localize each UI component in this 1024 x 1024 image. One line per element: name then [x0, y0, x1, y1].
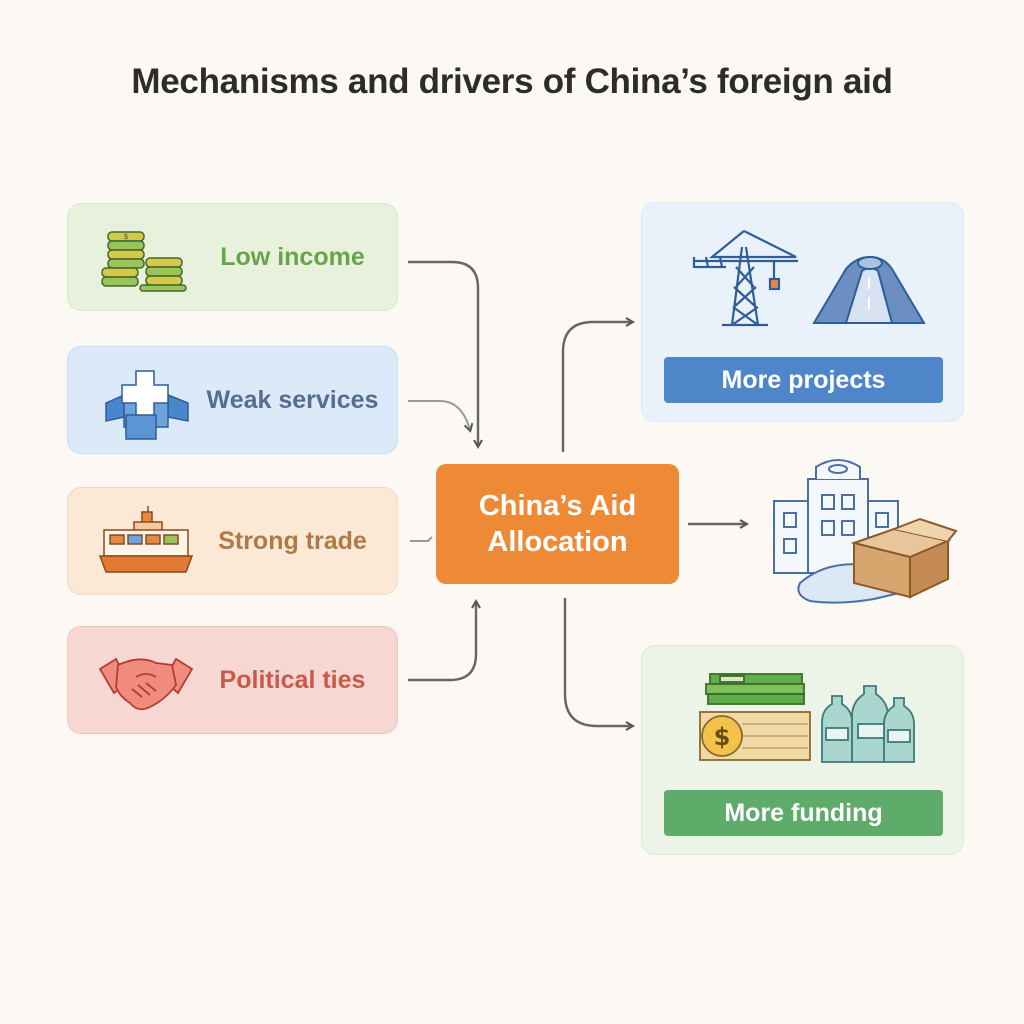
driver-low-income: $ Low income	[67, 203, 398, 311]
driver-label: Low income	[220, 242, 365, 271]
medical-cross-icon	[105, 370, 189, 440]
arrow-to-projects	[561, 322, 632, 452]
center-label-line1: China’s Aid	[478, 490, 637, 522]
china-aid-allocation-node: China’s Aid Allocation	[436, 464, 679, 584]
driver-weak-services: Weak services	[67, 346, 398, 454]
coin-stack-icon: $	[101, 231, 187, 292]
driver-label: Weak services	[206, 385, 379, 414]
driver-label: Political ties	[219, 665, 366, 694]
crane-and-road-icon	[692, 230, 926, 327]
building-and-aid-box-icon	[773, 459, 958, 604]
driver-strong-trade: Strong trade	[67, 487, 398, 595]
cargo-ship-icon	[98, 506, 194, 573]
center-label-line2: Allocation	[487, 526, 628, 558]
outcome-label: More funding	[664, 790, 943, 836]
outcome-more-funding: $ More funding	[641, 645, 964, 855]
svg-text:$: $	[123, 232, 128, 241]
diagram-title: Mechanisms and drivers of China’s foreig…	[131, 62, 893, 101]
arrow-political-ties	[408, 602, 476, 682]
arrow-strong-trade	[410, 536, 433, 542]
cash-and-bottles-icon: $	[699, 673, 915, 763]
arrow-to-funding	[563, 598, 632, 726]
arrow-weak-services	[408, 400, 470, 430]
outcome-label: More projects	[664, 357, 943, 403]
arrow-low-income	[408, 260, 478, 446]
driver-political-ties: Political ties	[67, 626, 398, 734]
svg-text:$: $	[714, 723, 731, 751]
outcome-more-projects: More projects	[641, 202, 964, 422]
driver-label: Strong trade	[218, 526, 367, 555]
handshake-icon	[98, 657, 194, 711]
